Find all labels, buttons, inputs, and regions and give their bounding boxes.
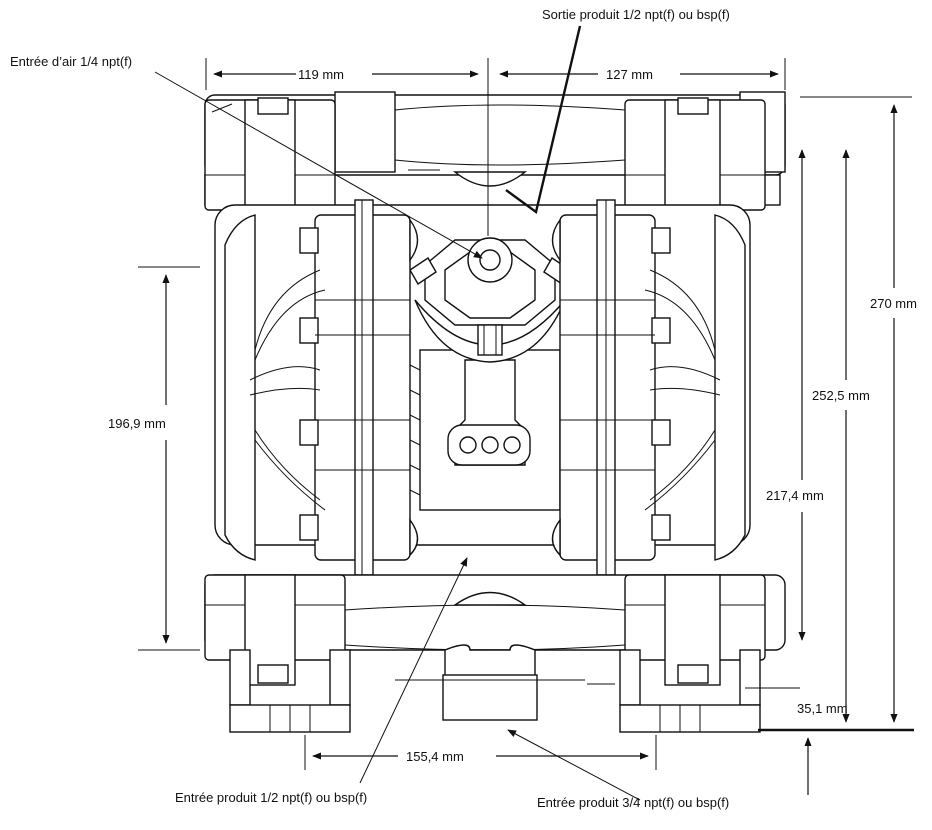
dim-base-height: 35,1 mm: [797, 701, 848, 716]
dim-left-width: 119 mm: [298, 67, 344, 82]
clamp-bottom-right: [619, 574, 766, 733]
callout-leaders: [154, 25, 641, 801]
dim-left-height: 196,9 mm: [108, 416, 166, 431]
label-inlet-half: Entrée produit 1/2 npt(f) ou bsp(f): [175, 790, 367, 805]
clamp-bottom-left: [204, 574, 351, 733]
dim-bottom-width: 155,4 mm: [406, 749, 464, 764]
dim-height-252: 252,5 mm: [812, 388, 870, 403]
label-inlet-three-quarter: Entrée produit 3/4 npt(f) ou bsp(f): [537, 795, 729, 810]
label-outlet: Sortie produit 1/2 npt(f) ou bsp(f): [542, 7, 730, 22]
dim-height-217: 217,4 mm: [766, 488, 824, 503]
clamp-top-right: [624, 97, 766, 211]
labels: Sortie produit 1/2 npt(f) ou bsp(f) Entr…: [10, 7, 917, 810]
diaphragm-cover-right: [551, 199, 746, 576]
dim-right-width: 127 mm: [606, 67, 653, 82]
diaphragm-cover-left: [224, 199, 419, 576]
dim-total-height: 270 mm: [870, 296, 917, 311]
dimension-lines: [138, 58, 914, 795]
air-valve: [409, 237, 571, 363]
clamp-top-left: [204, 97, 336, 211]
pump-body: [204, 91, 786, 733]
label-air-inlet: Entrée d’air 1/4 npt(f): [10, 54, 132, 69]
